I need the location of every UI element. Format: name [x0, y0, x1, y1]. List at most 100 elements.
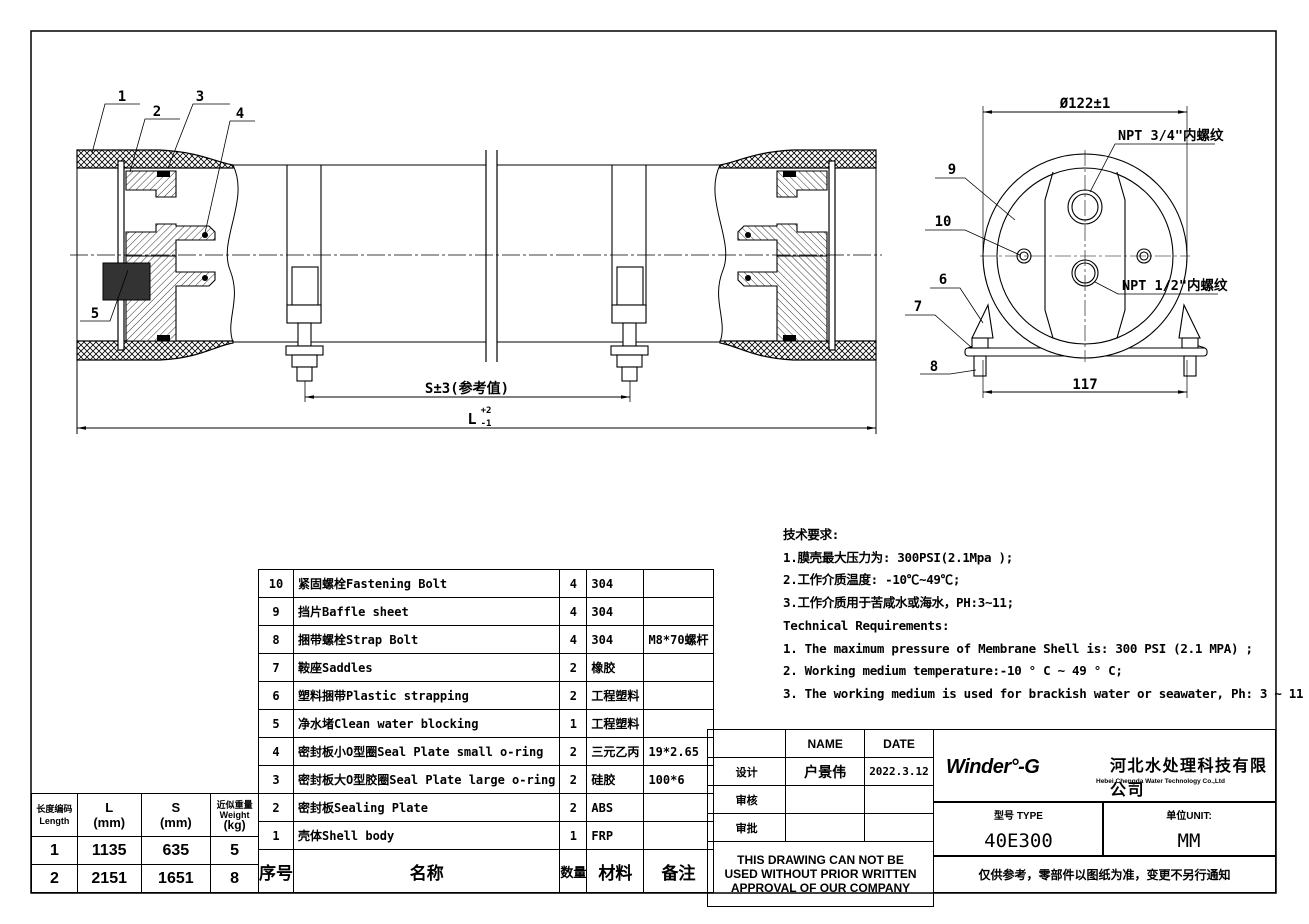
part-label-8: 8	[930, 359, 938, 375]
bom-no: 3	[258, 765, 294, 794]
drawing-frame	[30, 30, 1277, 894]
bom-material: 橡胶	[586, 653, 645, 682]
bom-material: 工程塑料	[586, 681, 645, 710]
bom-no: 6	[258, 681, 294, 710]
bom-qty: 2	[559, 737, 588, 766]
length-row: 1 1135 635 5	[31, 836, 259, 865]
bom-qty: 4	[559, 569, 588, 598]
svg-text:-1: -1	[481, 419, 492, 429]
bom-no: 1	[258, 821, 294, 850]
bom-name: 捆带螺栓Strap Bolt	[292, 625, 561, 654]
bom-note	[643, 569, 714, 598]
bom-name: 紧固螺栓Fastening Bolt	[292, 569, 561, 598]
bom-material: 工程塑料	[586, 709, 645, 738]
part-label-4: 4	[236, 106, 244, 122]
part-label-1: 1	[118, 89, 126, 105]
side-section-view: S±3(参考值) L +2 -1 1 2 3 4 5	[70, 89, 882, 435]
bom-name: 密封板大O型胶圈Seal Plate large o-ring	[292, 765, 561, 794]
design-date: 2022.3.12	[863, 757, 935, 786]
diameter-dimension: Ø122±1	[1059, 96, 1111, 112]
bom-material: ABS	[586, 793, 645, 822]
bom-name: 密封板Sealing Plate	[292, 793, 561, 822]
dimension-l-label: L	[467, 410, 476, 428]
bom-name: 塑料捆带Plastic strapping	[292, 681, 561, 710]
part-label-6: 6	[939, 272, 947, 288]
company-logo: Winder°-G	[946, 756, 1040, 778]
company-name-cn: 河北水处理科技有限公司	[1110, 756, 1268, 799]
bom-note	[643, 709, 714, 738]
type-cell: 型号 TYPE 40E300	[933, 801, 1104, 857]
length-row: 2 2151 1651 8	[31, 864, 259, 893]
bom-note: M8*70螺杆	[643, 625, 714, 654]
bom-no: 5	[258, 709, 294, 738]
part-label-5: 5	[91, 306, 99, 322]
bom-no: 8	[258, 625, 294, 654]
part-label-7: 7	[914, 299, 922, 315]
width-dimension: 117	[1072, 377, 1097, 393]
copyright-notice: THIS DRAWING CAN NOT BE USED WITHOUT PRI…	[707, 841, 934, 907]
company-block: Winder°-G 河北水处理科技有限公司 Hebei Chengda Wate…	[933, 729, 1276, 803]
bom-name: 鞍座Saddles	[292, 653, 561, 682]
part-label-2: 2	[153, 104, 161, 120]
disclaimer-cell: 仅供参考，零部件以图纸为准，变更不另行通知	[933, 855, 1276, 893]
npt-small-label: NPT 1/2"内螺纹	[1122, 277, 1228, 294]
bom-material: 304	[586, 625, 645, 654]
bom-material: 硅胶	[586, 765, 645, 794]
bom-name: 挡片Baffle sheet	[292, 597, 561, 626]
bom-note	[643, 653, 714, 682]
bom-material: 304	[586, 569, 645, 598]
bom-note	[643, 793, 714, 822]
bom-no: 9	[258, 597, 294, 626]
disclaimer: 仅供参考，零部件以图纸为准，变更不另行通知	[978, 868, 1231, 882]
bom-qty: 1	[559, 821, 588, 850]
bom-no: 10	[258, 569, 294, 598]
end-view	[905, 106, 1218, 398]
part-label-9: 9	[948, 162, 956, 178]
dimension-s-label: S±3(参考值)	[425, 380, 509, 397]
bom-qty: 2	[559, 653, 588, 682]
bom-name: 净水堵Clean water blocking	[292, 709, 561, 738]
unit-cell: 单位UNIT: MM	[1102, 801, 1276, 857]
bom-qty: 1	[559, 709, 588, 738]
bom-note	[643, 821, 714, 850]
bom-qty: 2	[559, 793, 588, 822]
bom-qty: 4	[559, 625, 588, 654]
bom-qty: 2	[559, 765, 588, 794]
bom-note: 19*2.65	[643, 737, 714, 766]
bom-header: 序号 名称 数量 材料 备注	[258, 849, 714, 893]
bom-name: 密封板小O型圈Seal Plate small o-ring	[292, 737, 561, 766]
part-label-3: 3	[196, 89, 204, 105]
bom-material: FRP	[586, 821, 645, 850]
clean-water-plug	[102, 262, 151, 301]
model-type: 40E300	[984, 830, 1053, 852]
bom-no: 4	[258, 737, 294, 766]
bom-material: 304	[586, 597, 645, 626]
designer-name: 户景伟	[785, 757, 865, 786]
npt-large-label: NPT 3/4"内螺纹	[1118, 127, 1224, 144]
bom-no: 2	[258, 793, 294, 822]
unit-value: MM	[1177, 830, 1201, 852]
bom-material: 三元乙丙	[586, 737, 645, 766]
bom-note	[643, 597, 714, 626]
bom-no: 7	[258, 653, 294, 682]
technical-requirements: 技术要求: 1.膜壳最大压力为: 300PSI(2.1Mpa ); 2.工作介质…	[783, 527, 1304, 701]
svg-text:+2: +2	[481, 406, 492, 416]
bom-note: 100*6	[643, 765, 714, 794]
bom-qty: 2	[559, 681, 588, 710]
company-name-en: Hebei Chengda Water Technology Co.,Ltd	[1096, 778, 1225, 785]
bom-qty: 4	[559, 597, 588, 626]
